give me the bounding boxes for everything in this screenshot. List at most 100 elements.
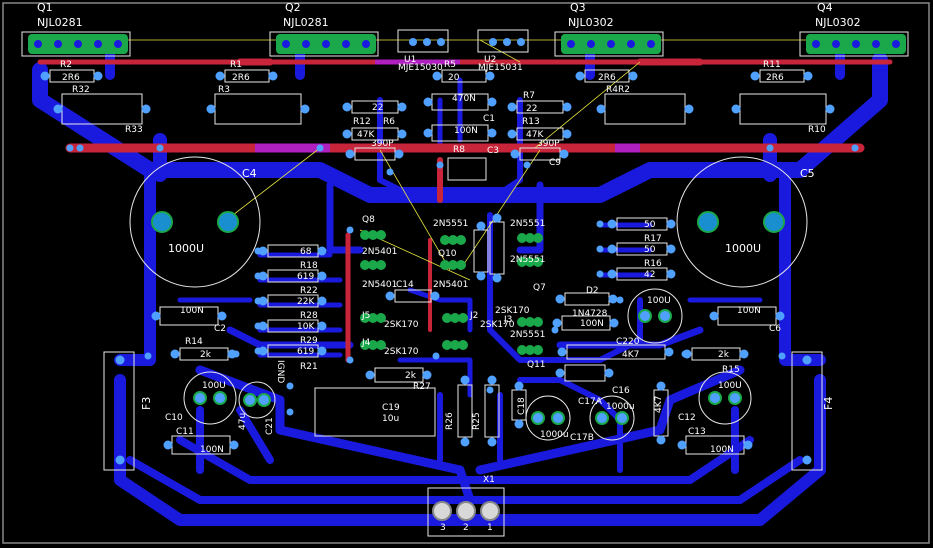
pad <box>697 211 719 233</box>
label-r1-val: 2R6 <box>232 73 250 83</box>
label-q-2n5401a: 2N5401 <box>362 247 397 257</box>
label-j-2sk170c: 2SK170 <box>480 320 515 330</box>
pad <box>486 386 494 394</box>
label-c6-val: 100N <box>737 306 761 316</box>
pad <box>557 347 567 357</box>
label-f4: F4 <box>822 397 835 410</box>
pad <box>517 233 527 243</box>
pad <box>492 213 502 223</box>
label-r25: R25 <box>472 412 482 430</box>
pad <box>802 455 812 465</box>
label-r-10k: 10K <box>297 322 315 332</box>
pad <box>432 352 440 360</box>
pad <box>92 38 104 50</box>
label-j3: J3 <box>503 315 512 325</box>
pad <box>360 38 372 50</box>
pad <box>206 104 216 114</box>
pad <box>608 294 618 304</box>
pad <box>802 355 812 365</box>
label-q4-part: NJL0302 <box>815 16 861 29</box>
label-r-50: 50 <box>644 220 656 230</box>
pad <box>555 294 565 304</box>
pad <box>448 235 458 245</box>
label-c11: C11 <box>176 427 194 437</box>
pad <box>615 411 629 425</box>
label-q2: Q2 <box>285 1 301 14</box>
pad <box>115 355 125 365</box>
label-r7-val: 22 <box>526 104 537 114</box>
label-r-619b: 619 <box>297 347 314 357</box>
pad <box>448 260 458 270</box>
label-gnd: IGND <box>275 360 285 383</box>
pad <box>517 345 527 355</box>
label-c19-val: 10u <box>382 414 399 424</box>
label-c-390a: 390P <box>371 139 394 149</box>
pad <box>607 244 617 254</box>
pad <box>40 71 50 81</box>
label-r6: R6 <box>383 117 395 127</box>
label-c-100n-mid: 100N <box>580 319 604 329</box>
pad <box>254 297 262 305</box>
pad <box>456 501 476 521</box>
pad <box>432 71 442 81</box>
label-c4: C4 <box>242 167 257 180</box>
label-r10: R10 <box>808 125 826 135</box>
pad <box>156 144 164 152</box>
pad <box>229 440 239 450</box>
pad <box>317 246 327 256</box>
pad <box>517 257 527 267</box>
pad <box>562 129 572 139</box>
bottom-copper-layer <box>32 45 888 526</box>
pad <box>487 375 497 385</box>
label-r29: R29 <box>300 336 318 346</box>
pad <box>423 128 433 138</box>
pad <box>342 102 352 112</box>
label-r28: R28 <box>300 311 318 321</box>
label-r7: R7 <box>523 91 535 101</box>
pad <box>517 38 525 46</box>
pad <box>432 501 452 521</box>
label-u1-ref: U1 <box>404 55 416 65</box>
pad <box>258 296 268 306</box>
label-c19: C19 <box>382 403 400 413</box>
label-j-2sk170b: 2SK170 <box>384 347 419 357</box>
pad <box>708 391 722 405</box>
label-r15-val: 2k <box>718 350 730 360</box>
label-r27-val: 2k <box>405 371 417 381</box>
pad <box>243 393 257 407</box>
label-c5: C5 <box>800 167 815 180</box>
pad <box>368 340 378 350</box>
label-r6-val: 22 <box>372 103 383 113</box>
label-q2-part: NJL0281 <box>283 16 329 29</box>
label-r11-ref: R11 <box>763 60 781 70</box>
label-r2-ref: R2 <box>60 60 72 70</box>
pad <box>53 104 63 114</box>
pad <box>368 313 378 323</box>
label-r13: R13 <box>522 117 540 127</box>
pad <box>376 230 386 240</box>
label-c-100n: 100N <box>454 126 478 136</box>
pad <box>93 71 103 81</box>
label-r16: R16 <box>644 259 662 269</box>
pad <box>300 38 312 50</box>
pad <box>890 38 902 50</box>
label-d-1n4728: 1N4728 <box>572 309 608 319</box>
label-q11: Q11 <box>527 360 546 370</box>
pad <box>731 104 741 114</box>
pad <box>533 233 543 243</box>
pad <box>750 71 760 81</box>
label-r-68: 68 <box>300 247 312 257</box>
pad <box>437 38 445 46</box>
pad <box>440 235 450 245</box>
label-j-2sk170d: 2SK170 <box>495 306 530 316</box>
pad <box>533 345 543 355</box>
label-c4-val: 1000U <box>168 242 204 255</box>
label-r14-val: 2k <box>200 350 212 360</box>
pad <box>709 311 719 321</box>
label-q1: Q1 <box>37 1 53 14</box>
pad <box>596 270 604 278</box>
pad <box>487 97 497 107</box>
label-r32: R32 <box>72 85 90 95</box>
pad <box>460 375 470 385</box>
